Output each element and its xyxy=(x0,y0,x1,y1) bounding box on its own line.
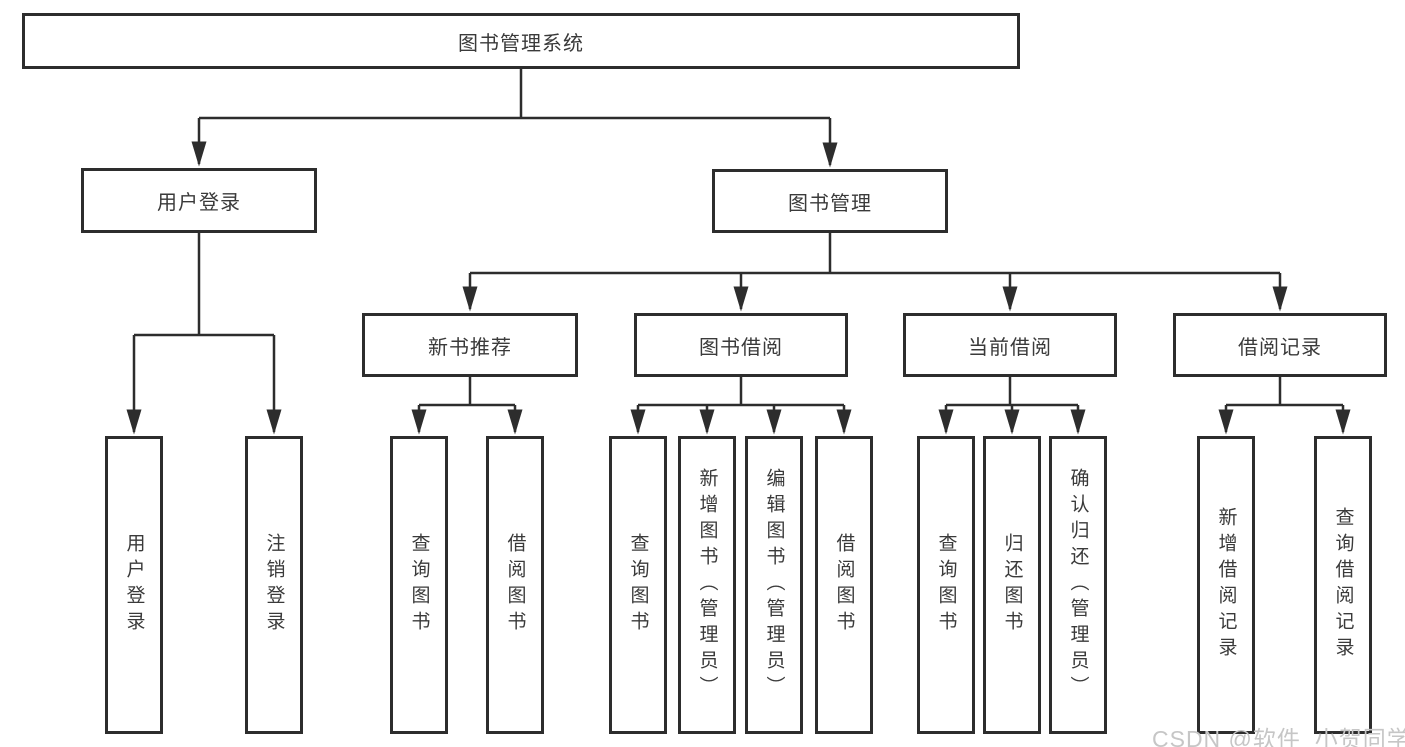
node-label: 新书推荐 xyxy=(428,336,512,359)
node-label: 借阅记录 xyxy=(1238,336,1322,359)
leaf-query-books: 查询图书 xyxy=(390,436,448,734)
node-label: 当前借阅 xyxy=(968,336,1052,359)
leaf-edit-books-admin: 编辑图书（管理员） xyxy=(745,436,803,734)
leaf-label: 确认归还（管理员） xyxy=(1067,468,1089,702)
leaf-label: 借阅图书 xyxy=(504,533,526,637)
leaf-add-books-admin: 新增图书（管理员） xyxy=(678,436,736,734)
leaf-borrow-books: 借阅图书 xyxy=(815,436,873,734)
leaf-logout-login: 注销登录 xyxy=(245,436,303,734)
leaf-label: 注销登录 xyxy=(263,533,285,637)
leaf-label: 编辑图书（管理员） xyxy=(763,468,785,702)
leaf-label: 新增图书（管理员） xyxy=(696,468,718,702)
leaf-label: 查询借阅记录 xyxy=(1332,507,1354,663)
node-current-borrowing: 当前借阅 xyxy=(903,313,1117,377)
node-book-management: 图书管理 xyxy=(712,169,948,233)
leaf-label: 查询图书 xyxy=(408,533,430,637)
node-label: 图书管理 xyxy=(788,192,872,215)
node-label: 用户登录 xyxy=(157,192,241,214)
node-library-management-system: 图书管理系统 xyxy=(22,13,1020,69)
leaf-query-books: 查询图书 xyxy=(917,436,975,734)
node-book-borrowing: 图书借阅 xyxy=(634,313,848,377)
leaf-return-books: 归还图书 xyxy=(983,436,1041,734)
leaf-query-books: 查询图书 xyxy=(609,436,667,734)
leaf-label: 查询图书 xyxy=(627,533,649,637)
leaf-label: 用户登录 xyxy=(123,533,145,637)
node-label: 图书管理系统 xyxy=(458,32,584,55)
leaf-add-borrowing-record: 新增借阅记录 xyxy=(1197,436,1255,734)
node-user-login: 用户登录 xyxy=(81,168,317,233)
leaf-label: 归还图书 xyxy=(1001,533,1023,637)
node-label: 图书借阅 xyxy=(699,336,783,359)
leaf-label: 借阅图书 xyxy=(833,533,855,637)
watermark: CSDN @软件_小贺同学 xyxy=(1152,726,1405,747)
leaf-label: 新增借阅记录 xyxy=(1215,507,1237,663)
node-new-book-recommendation: 新书推荐 xyxy=(362,313,578,377)
leaf-query-borrowing-record: 查询借阅记录 xyxy=(1314,436,1372,734)
leaf-confirm-return-admin: 确认归还（管理员） xyxy=(1049,436,1107,734)
leaf-label: 查询图书 xyxy=(935,533,957,637)
node-borrowing-records: 借阅记录 xyxy=(1173,313,1387,377)
leaf-borrow-books: 借阅图书 xyxy=(486,436,544,734)
leaf-user-login: 用户登录 xyxy=(105,436,163,734)
